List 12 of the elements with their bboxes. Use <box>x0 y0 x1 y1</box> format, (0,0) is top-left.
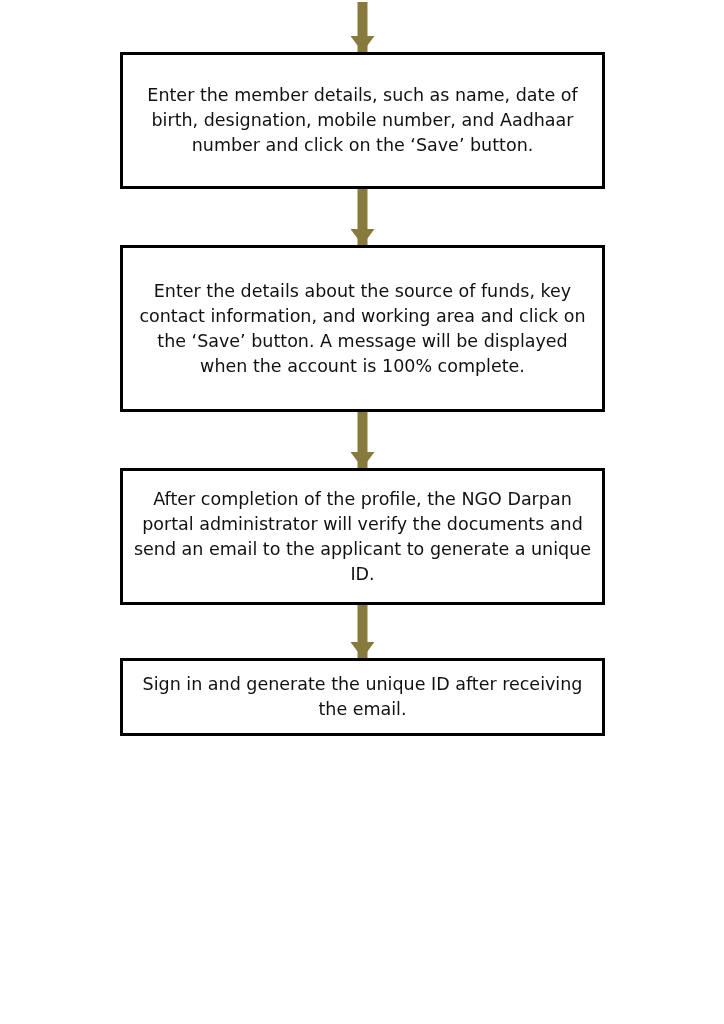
arrow <box>350 412 375 468</box>
process-box <box>120 52 605 189</box>
arrow <box>350 605 375 658</box>
process-box <box>120 245 605 412</box>
arrow <box>350 189 375 245</box>
step-text: After completion of the profile, the NGO Darpan portal administrator will verify the documents and send an email to the applicant to generate a unique ID. <box>132 487 593 586</box>
process-box <box>120 468 605 605</box>
arrow <box>350 2 375 52</box>
step-text: Enter the details about the source of funds, key contact information, and working area and click on the ‘Save’ button. A message will be displayed when the account is 100% complete. <box>138 279 587 378</box>
step-text: Sign in and generate the unique ID after receiving the email. <box>141 673 584 721</box>
step-text: Enter the member details, such as name, date of birth, designation, mobile number, and Aadhaar number and click on the ‘Save’ button. <box>146 84 579 157</box>
process-box <box>120 658 605 736</box>
